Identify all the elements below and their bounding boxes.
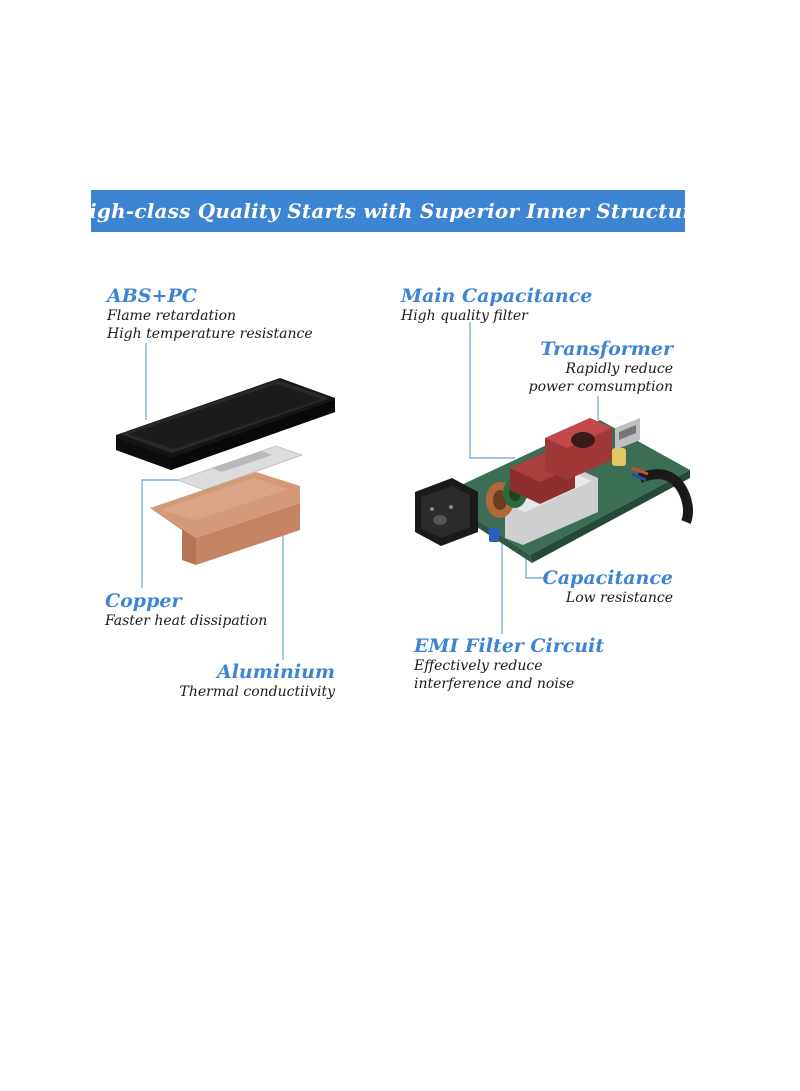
main-capacitance-leader [469,322,515,459]
transformer-line-2: power comsumption [528,379,673,395]
capacitance-line-1: Low resistance [565,590,673,606]
copper-leader [141,479,182,588]
abs-pc-title: ABS+PC [107,285,197,307]
label-emi-filter: EMI Filter Circuit Effectively reduce in… [414,635,604,693]
aluminium-line-1: Thermal conductiivity [179,684,336,700]
copper-line-1: Faster heat dissipation [105,613,268,629]
circuit-board-image [415,418,693,563]
emi-filter-line-2: interference and noise [414,676,575,692]
abs-pc-line-2: High temperature resistance [107,326,313,342]
main-capacitance-title: Main Capacitance [401,285,593,307]
label-copper: Copper Faster heat dissipation [105,590,267,630]
aluminium-title: Aluminium [216,661,335,683]
aluminium-sheet-image [176,445,304,491]
copper-sheet-image [150,472,300,565]
abs-pc-line-1: Flame retardation [107,308,237,324]
label-capacitance: Capacitance Low resistance [543,567,673,607]
transformer-line-1: Rapidly reduce [565,361,673,377]
label-abs-pc: ABS+PC Flame retardation High temperatur… [107,285,313,343]
label-main-capacitance: Main Capacitance High quality filter [401,285,592,325]
main-capacitance-line-1: High quality filter [401,308,528,324]
label-aluminium: Aluminium Thermal conductiivity [180,661,336,701]
emi-filter-line-1: Effectively reduce [414,658,543,674]
transformer-title: Transformer [540,338,673,360]
case-cover-image [116,378,335,470]
banner-title: High-class Quality Starts with Superior … [70,199,706,223]
capacitance-title: Capacitance [542,567,673,589]
emi-filter-title: EMI Filter Circuit [414,635,605,657]
copper-title: Copper [105,590,182,612]
label-transformer: Transformer Rapidly reduce power comsump… [529,338,673,396]
title-banner: High-class Quality Starts with Superior … [70,190,706,232]
